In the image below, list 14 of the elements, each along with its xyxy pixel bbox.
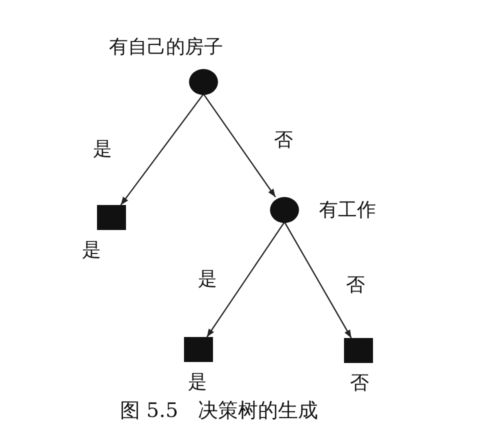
node-label: 否 [350, 374, 369, 393]
arrow [284, 222, 352, 338]
figure-caption: 图 5.5 决策树的生成 [120, 399, 318, 421]
edge-label: 否 [274, 131, 293, 150]
node-label: 是 [82, 241, 101, 260]
node-label: 有自己的房子 [109, 38, 223, 57]
arrow [206, 222, 286, 338]
arrow [202, 94, 276, 198]
edge-label: 否 [346, 276, 365, 295]
edge-label: 是 [93, 140, 112, 159]
node-label: 有工作 [319, 201, 376, 220]
arrow [120, 94, 204, 206]
node-label: 是 [188, 373, 207, 392]
edge-label: 是 [198, 270, 217, 289]
